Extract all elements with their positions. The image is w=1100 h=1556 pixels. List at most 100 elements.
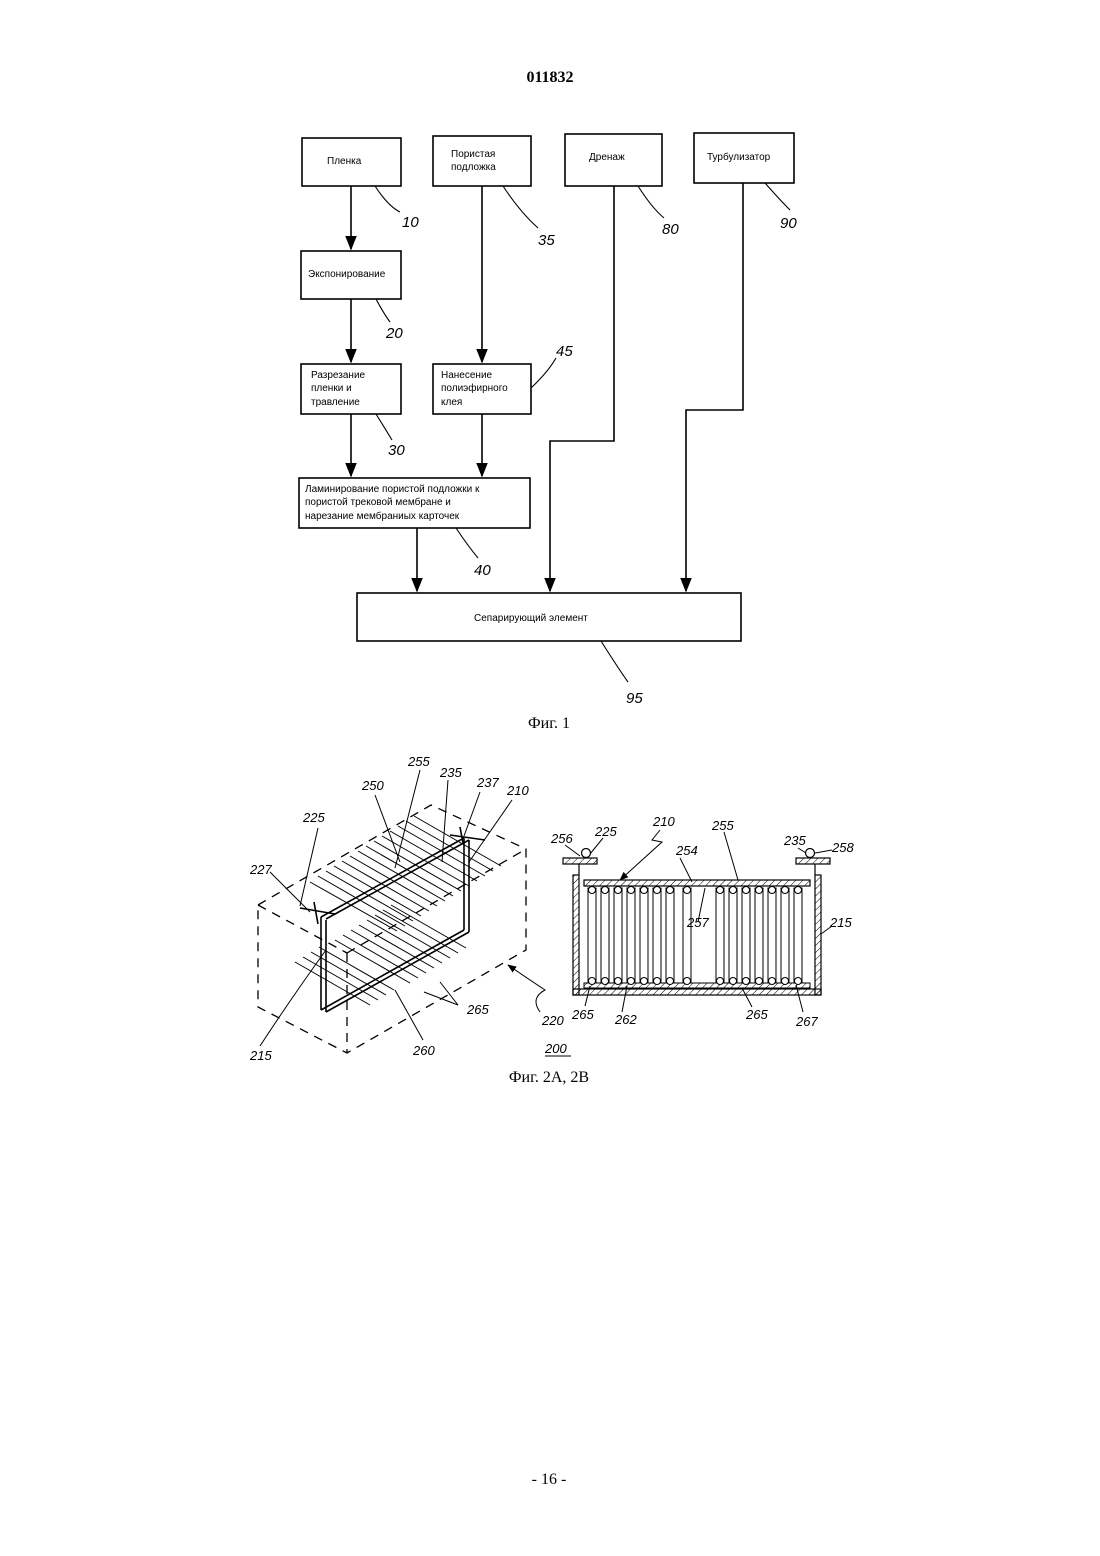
ref-10: 10 (402, 214, 419, 231)
membrane-card (768, 888, 776, 982)
card-top-seal (667, 887, 674, 894)
ref-a-220: 220 (541, 1013, 564, 1028)
card-bottom-seal (589, 978, 596, 985)
ref-a-265: 265 (466, 1002, 489, 1017)
card-bottom-seal (654, 978, 661, 985)
card-top-seal (782, 887, 789, 894)
label-lamination-3: нарезание мембраниых карточек (305, 510, 460, 522)
ref-b-265a: 265 (571, 1007, 594, 1022)
fig2a-isometric-drawing (258, 770, 545, 1053)
card-top-seal (641, 887, 648, 894)
card-bottom-seal (756, 978, 763, 985)
label-separating-element: Сепарирующий элемент (474, 613, 588, 624)
membrane-card (794, 888, 802, 982)
ref-30: 30 (388, 442, 405, 459)
flowchart-ref-numerals: 10 35 80 90 20 45 30 40 95 (385, 214, 797, 707)
ref-a-227: 227 (249, 862, 272, 877)
card-top-seal (717, 887, 724, 894)
membrane-card (742, 888, 750, 982)
card-top-seal (730, 887, 737, 894)
card-top-seal (589, 887, 596, 894)
membrane-card (755, 888, 763, 982)
label-film: Пленка (327, 156, 362, 167)
ref-a-255: 255 (407, 754, 430, 769)
label-glue-3: клея (441, 397, 462, 408)
ref-35: 35 (538, 232, 555, 249)
membrane-card (653, 888, 661, 982)
ref-b-267: 267 (795, 1014, 818, 1029)
membrane-card (601, 888, 609, 982)
membrane-card (627, 888, 635, 982)
label-cutting-1: Разрезание (311, 370, 366, 381)
label-glue-1: Нанесение (441, 370, 493, 381)
card-top-seal (615, 887, 622, 894)
ref-a-250: 250 (361, 778, 384, 793)
fig2-caption: Фиг. 2А, 2В (509, 1069, 589, 1086)
ref-90: 90 (780, 215, 797, 232)
card-top-seal (756, 887, 763, 894)
card-top-seal (628, 887, 635, 894)
ref-b-265b: 265 (745, 1007, 768, 1022)
ref-b-257: 257 (686, 915, 709, 930)
card-bottom-seal (615, 978, 622, 985)
label-porous-substrate-2: подложка (451, 162, 496, 173)
label-drainage: Дренаж (589, 152, 625, 163)
card-bottom-seal (769, 978, 776, 985)
label-cutting-3: травление (311, 397, 360, 408)
ref-a-210: 210 (506, 783, 529, 798)
card-top-seal (795, 887, 802, 894)
ref-80: 80 (662, 221, 679, 238)
fig1-caption: Фиг. 1 (528, 715, 570, 732)
membrane-card (666, 888, 674, 982)
card-bottom-seal (641, 978, 648, 985)
membrane-card (781, 888, 789, 982)
label-exposure: Экспонирование (308, 269, 386, 280)
membrane-card (729, 888, 737, 982)
ref-b-255: 255 (711, 818, 734, 833)
label-lamination-1: Ламинирование пористой подложки к (305, 484, 480, 495)
label-glue-2: полиэфирного (441, 382, 508, 394)
ref-45: 45 (556, 343, 573, 360)
fig2a-ref-numerals: 255 235 237 210 250 225 227 265 220 215 … (249, 754, 564, 1063)
card-top-seal (654, 887, 661, 894)
membrane-card (683, 888, 691, 982)
ref-a-215: 215 (249, 1048, 272, 1063)
card-bottom-seal (782, 978, 789, 985)
ref-a-237: 237 (476, 775, 499, 790)
membrane-card (588, 888, 596, 982)
card-top-seal (602, 887, 609, 894)
label-cutting-2: пленки и (311, 383, 352, 394)
label-turbulizer: Турбулизатор (707, 151, 771, 163)
label-lamination-2: пористой трековой мембране и (305, 496, 451, 508)
card-bottom-seal (667, 978, 674, 985)
card-bottom-seal (717, 978, 724, 985)
ref-b-215: 215 (829, 915, 852, 930)
flowchart-labels: Пленка Пористая подложка Дренаж Турбулиз… (305, 149, 771, 624)
assembly-label: 200 (544, 1041, 571, 1056)
ref-a-225: 225 (302, 810, 325, 825)
membrane-card (640, 888, 648, 982)
ref-95: 95 (626, 690, 643, 707)
ref-b-225: 225 (594, 824, 617, 839)
ref-b-254: 254 (675, 843, 698, 858)
ref-200: 200 (544, 1041, 567, 1056)
ref-b-235: 235 (783, 833, 806, 848)
card-bottom-seal (743, 978, 750, 985)
card-bottom-seal (730, 978, 737, 985)
ref-b-262: 262 (614, 1012, 637, 1027)
card-bottom-seal (628, 978, 635, 985)
document-number: 011832 (526, 69, 573, 86)
card-bottom-seal (602, 978, 609, 985)
membrane-card (716, 888, 724, 982)
ref-b-258: 258 (831, 840, 854, 855)
membrane-card (614, 888, 622, 982)
ref-40: 40 (474, 562, 491, 579)
page-number: - 16 - (532, 1471, 567, 1488)
ref-20: 20 (385, 325, 403, 342)
ref-b-210: 210 (652, 814, 675, 829)
label-porous-substrate-1: Пористая (451, 149, 495, 160)
card-top-seal (684, 887, 691, 894)
ref-a-235: 235 (439, 765, 462, 780)
card-top-seal (743, 887, 750, 894)
